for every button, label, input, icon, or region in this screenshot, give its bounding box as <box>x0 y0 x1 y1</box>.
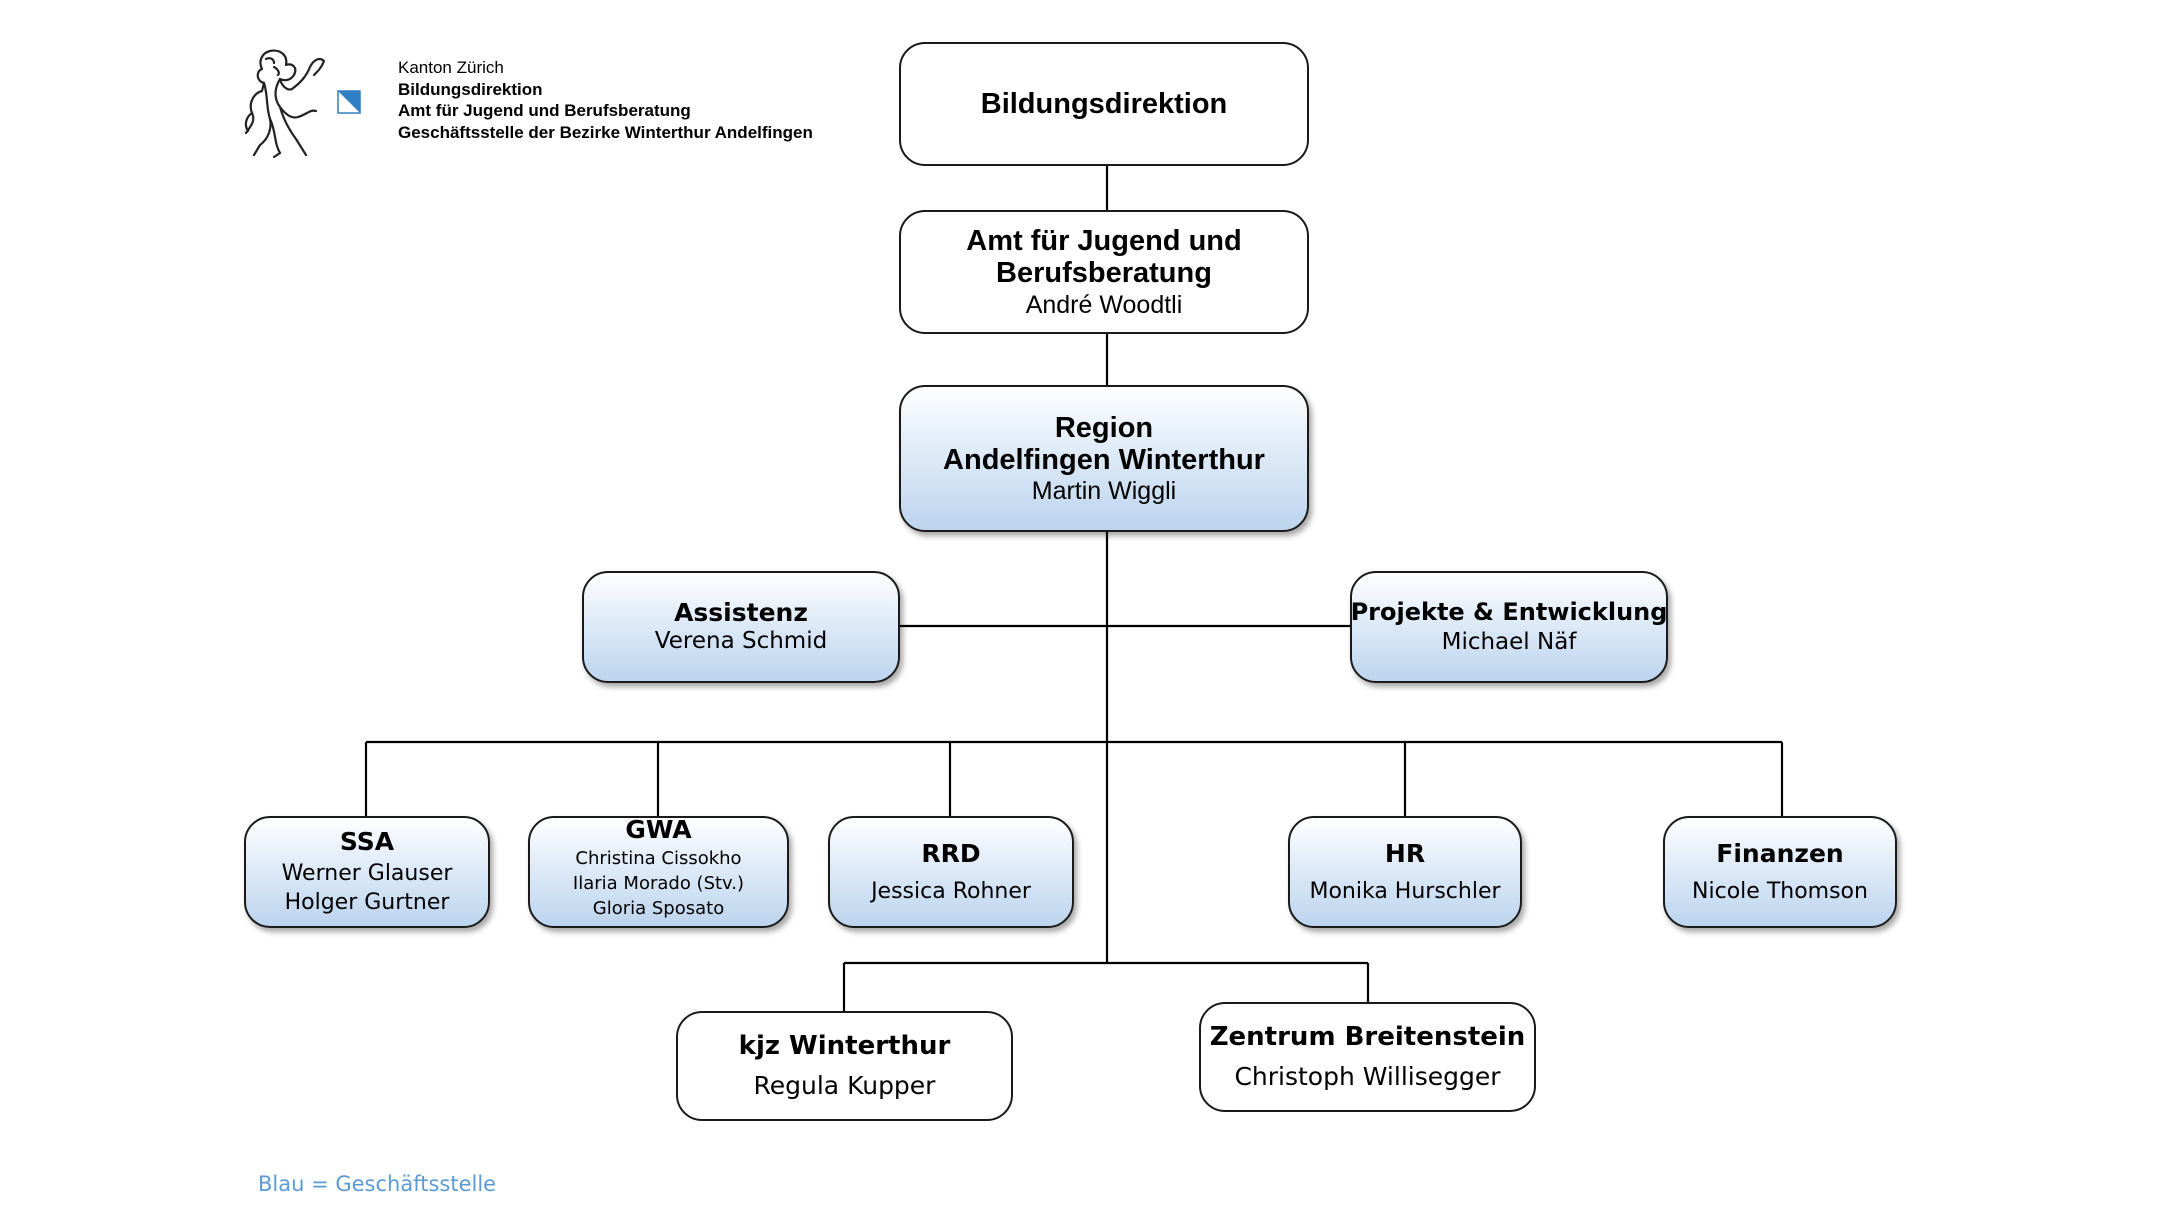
node-title: HR <box>1384 838 1426 868</box>
zurich-lion-icon <box>244 49 326 159</box>
node-title: Amt für Jugend und <box>966 224 1242 257</box>
node-ajb: Amt für Jugend und Berufsberatung André … <box>899 210 1309 334</box>
node-person: Werner Glauser <box>281 861 453 887</box>
node-person: Verena Schmid <box>654 628 828 655</box>
node-title: Andelfingen Winterthur <box>943 444 1265 476</box>
node-title: SSA <box>339 827 395 857</box>
node-bildungsdirektion: Bildungsdirektion <box>899 42 1309 166</box>
node-kjz-winterthur: kjz Winterthur Regula Kupper <box>676 1011 1013 1121</box>
node-title: kjz Winterthur <box>738 1031 951 1062</box>
node-title: Assistenz <box>674 598 808 628</box>
node-person: Gloria Sposato <box>592 898 725 920</box>
zurich-flag-icon <box>337 90 361 114</box>
node-finanzen: Finanzen Nicole Thomson <box>1663 816 1897 928</box>
node-title: Finanzen <box>1716 838 1844 868</box>
legend-text: Blau = Geschäftsstelle <box>258 1172 497 1196</box>
node-hr: HR Monika Hurschler <box>1288 816 1522 928</box>
node-title: RRD <box>921 838 981 868</box>
node-projekte: Projekte & Entwicklung Michael Näf <box>1350 571 1668 683</box>
node-gwa: GWA Christina Cissokho Ilaria Morado (St… <box>528 816 789 928</box>
node-person: Regula Kupper <box>753 1070 936 1100</box>
node-rrd: RRD Jessica Rohner <box>828 816 1074 928</box>
node-assistenz: Assistenz Verena Schmid <box>582 571 900 683</box>
node-person: Christoph Willisegger <box>1234 1061 1501 1091</box>
node-person: André Woodtli <box>1025 291 1183 320</box>
node-person: Holger Gurtner <box>284 890 450 915</box>
node-title: Region <box>1054 411 1154 444</box>
node-zentrum-breitenstein: Zentrum Breitenstein Christoph Willisegg… <box>1199 1002 1536 1112</box>
header-directorate: Bildungsdirektion <box>398 80 543 99</box>
node-title: Bildungsdirektion <box>980 87 1228 120</box>
node-person: Martin Wiggli <box>1031 477 1177 506</box>
node-person: Nicole Thomson <box>1692 878 1868 904</box>
node-person: Michael Näf <box>1441 628 1577 655</box>
node-person: Jessica Rohner <box>871 878 1031 904</box>
node-person: Ilaria Morado (Stv.) <box>572 873 745 895</box>
header-canton: Kanton Zürich <box>398 58 504 77</box>
node-title: Projekte & Entwicklung <box>1350 597 1668 626</box>
node-title: GWA <box>625 815 692 844</box>
node-ssa: SSA Werner Glauser Holger Gurtner <box>244 816 490 928</box>
node-person: Monika Hurschler <box>1309 878 1501 904</box>
header-branch: Geschäftsstelle der Bezirke Winterthur A… <box>398 123 813 142</box>
header-office: Amt für Jugend und Berufsberatung <box>398 101 691 120</box>
node-title: Berufsberatung <box>996 257 1212 289</box>
node-title: Zentrum Breitenstein <box>1209 1022 1526 1053</box>
node-person: Christina Cissokho <box>575 848 742 869</box>
node-region: Region Andelfingen Winterthur Martin Wig… <box>899 385 1309 532</box>
